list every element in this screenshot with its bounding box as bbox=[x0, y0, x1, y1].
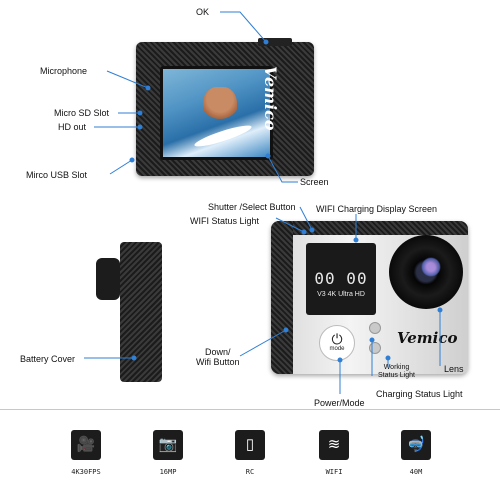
feature-40m: 🤿 40M bbox=[386, 430, 446, 476]
side-knob bbox=[96, 258, 120, 300]
feature-label: RC bbox=[245, 468, 255, 476]
label-microphone: Microphone bbox=[40, 66, 88, 76]
label-down-wifi-button: Down/ Wifi Button bbox=[196, 347, 240, 367]
power-button: ⏻ mode bbox=[319, 325, 355, 361]
brand-logo-front: Vemico bbox=[397, 329, 458, 347]
feature-16mp: 📷 16MP bbox=[138, 430, 198, 476]
surfer-figure bbox=[203, 87, 237, 127]
camera-back-view: Vemico bbox=[136, 38, 314, 176]
front-top-strip bbox=[271, 221, 468, 235]
front-lcd-display: 00 00 V3 4K Ultra HD bbox=[306, 243, 376, 315]
camera-front-view: 00 00 V3 4K Ultra HD ⏻ mode Vemico bbox=[271, 221, 468, 374]
lcd-mode-text: V3 4K Ultra HD bbox=[317, 291, 365, 298]
diving-mask-icon: 🤿 bbox=[401, 430, 431, 460]
feature-rc: ▯ RC bbox=[220, 430, 280, 476]
feature-wifi: ≋ WIFI bbox=[304, 430, 364, 476]
camera-side-view bbox=[120, 242, 162, 382]
label-hd-out: HD out bbox=[58, 122, 87, 132]
label-lens: Lens bbox=[444, 364, 464, 374]
label-wifi-charging-screen: WIFI Charging Display Screen bbox=[316, 204, 438, 214]
video-camera-icon: 🎥 bbox=[71, 430, 101, 460]
power-icon: ⏻ bbox=[331, 331, 343, 347]
label-shutter-button: Shutter /Select Button bbox=[208, 202, 296, 212]
feature-label: 4K30FPS bbox=[71, 468, 101, 476]
lens-glare bbox=[421, 257, 441, 277]
lcd-time: 00 00 bbox=[314, 269, 368, 288]
feature-label: WIFI bbox=[325, 468, 343, 476]
label-working-status-light: Working Status Light bbox=[378, 364, 415, 379]
front-left-strip bbox=[271, 221, 293, 374]
ok-button-shape bbox=[258, 38, 292, 46]
label-power-mode: Power/Mode bbox=[314, 398, 365, 408]
label-ok: OK bbox=[196, 7, 210, 17]
feature-divider bbox=[0, 409, 500, 410]
wifi-icon: ≋ bbox=[319, 430, 349, 460]
working-status-led bbox=[369, 322, 381, 334]
camera-screen-image bbox=[160, 66, 273, 160]
remote-icon: ▯ bbox=[235, 430, 265, 460]
feature-label: 16MP bbox=[159, 468, 177, 476]
feature-label: 40M bbox=[409, 468, 423, 476]
power-button-text: mode bbox=[329, 346, 345, 352]
brand-logo-back: Vemico bbox=[261, 66, 280, 131]
charging-status-led bbox=[369, 342, 381, 354]
label-micro-sd-slot: Micro SD Slot bbox=[54, 108, 110, 118]
camera-icon: 📷 bbox=[153, 430, 183, 460]
label-usb-slot: Mirco USB Slot bbox=[26, 170, 88, 180]
label-screen: Screen bbox=[300, 177, 329, 187]
feature-4k: 🎥 4K30FPS bbox=[56, 430, 116, 476]
label-charging-status-light: Charging Status Light bbox=[376, 389, 463, 399]
label-battery-cover: Battery Cover bbox=[20, 354, 76, 364]
label-wifi-status-light: WIFI Status Light bbox=[190, 216, 260, 226]
